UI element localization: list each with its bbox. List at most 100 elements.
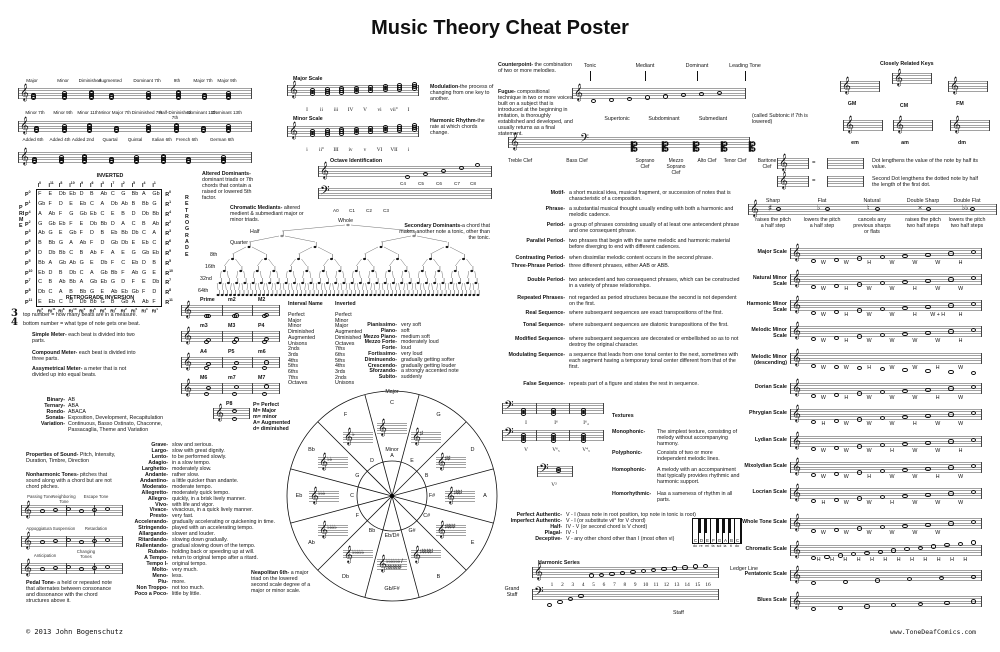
interval-label: P8 xyxy=(226,401,233,407)
note-head xyxy=(79,567,85,572)
note-head xyxy=(879,255,885,260)
row-prefix: P xyxy=(25,260,29,267)
retro-label: R4 xyxy=(162,209,174,219)
texture-term: Homophonic- xyxy=(612,467,647,473)
scale-name: Major Scale xyxy=(757,249,787,255)
tree-branch xyxy=(461,282,463,291)
matrix-cell: Db xyxy=(131,230,139,237)
scale-step: W xyxy=(958,286,964,292)
tree-branch xyxy=(423,282,425,291)
major-key-label: D xyxy=(470,446,475,453)
scale-step: W xyxy=(912,530,918,536)
tempo-def: rather slow. xyxy=(172,471,200,478)
circle-spoke xyxy=(317,495,393,571)
note-head xyxy=(201,125,207,131)
note-head xyxy=(811,311,817,316)
tree-branch xyxy=(356,258,362,267)
retro-number: 1 xyxy=(169,200,172,205)
tree-branch xyxy=(257,258,263,267)
tree-branch xyxy=(315,282,318,291)
scale-staff: 𝄞 xyxy=(790,457,982,478)
note-head xyxy=(864,550,870,556)
tree-branch xyxy=(387,282,389,291)
note-head xyxy=(591,99,597,104)
note-head xyxy=(521,408,527,413)
tempo-def: moderately slow. xyxy=(172,465,212,472)
altered-dominants: Altered Dominants- dominant triads or 7t… xyxy=(202,171,260,201)
retro-number: 4 xyxy=(169,209,172,214)
retro-prefix: R xyxy=(165,231,170,238)
treble-clef-icon: 𝄞 xyxy=(20,147,29,165)
inverted-label: INVERTED xyxy=(96,173,124,179)
properties-of-sound-term: Properties of Sound- xyxy=(26,452,79,458)
tempo-term: Largo- xyxy=(151,447,168,454)
tree-branch xyxy=(390,282,392,291)
cadence-def: V - I (or substitute vii° for V chord) xyxy=(566,518,646,524)
key-name: am xyxy=(901,140,909,146)
tempo-def: slower and louder. xyxy=(172,531,215,538)
chord-label: Minor Major 7th xyxy=(99,110,131,115)
tree-branch xyxy=(416,235,448,243)
accidental-desc: cancels any previous sharps or flats xyxy=(853,217,891,235)
matrix-cell: B xyxy=(69,289,73,296)
tree-branch xyxy=(436,282,438,291)
scale-name: Locrian Scale xyxy=(752,489,787,495)
tempo-term: Accelerando- xyxy=(134,519,168,526)
roman-numeral: vi xyxy=(377,107,382,113)
scale-name: Melodic Minor (descending) xyxy=(751,354,787,366)
tempo-term: Adagio- xyxy=(148,459,168,466)
col-header: I8 xyxy=(57,181,67,189)
clef-staff: 𝄞𝄢𝄡𝄡𝄡𝄡𝄡 xyxy=(508,132,756,154)
note-head xyxy=(368,125,374,131)
retro-label: R7 xyxy=(162,277,174,287)
row-number: 9 xyxy=(28,249,31,254)
chord-label: Quartal xyxy=(102,137,118,142)
matrix-cell: B xyxy=(79,249,84,256)
barline xyxy=(569,430,570,441)
harmonic-treble-staff: 𝄞 xyxy=(532,562,719,580)
note-head xyxy=(262,366,268,371)
secondary-dominants-def: a chord that makes another note a tonic,… xyxy=(399,223,490,241)
col-number: 8 xyxy=(60,181,63,185)
tree-branch xyxy=(430,246,445,255)
note-head xyxy=(864,604,870,609)
interval-name: Unisons xyxy=(288,340,308,347)
harmonic-number: 12 xyxy=(663,582,670,588)
matrix-cell: G xyxy=(119,188,131,200)
c-clef-icon: 𝄡 xyxy=(749,140,756,154)
tempo-def: less. xyxy=(172,572,183,579)
tempo-term: Rallentando- xyxy=(135,543,168,550)
key-signature: ♭♭♭♭♭ xyxy=(352,549,364,556)
note-head xyxy=(31,92,37,98)
note-head xyxy=(833,445,840,451)
ri-prefix: RI xyxy=(37,308,42,314)
matrix-cell: Eb xyxy=(46,297,58,308)
note-head xyxy=(971,574,977,579)
ri-prefix: RI xyxy=(79,308,84,314)
note-head xyxy=(105,565,111,570)
note-head xyxy=(907,577,913,582)
scale-step: W xyxy=(912,260,918,266)
note-head xyxy=(879,443,885,448)
matrix-cell: A xyxy=(140,188,151,200)
treble-clef-icon: 𝄞 xyxy=(412,427,421,446)
col-prefix: I xyxy=(79,182,82,189)
note-head xyxy=(599,572,605,577)
harmonic-number: 15 xyxy=(694,582,701,588)
treble-clef-icon: 𝄞 xyxy=(319,520,328,538)
treble-clef-icon: 𝄞 xyxy=(183,352,192,370)
chord-label: Minor 9th xyxy=(53,110,73,115)
tree-branch xyxy=(455,258,461,267)
note-head xyxy=(556,467,562,472)
neapolitan-sixth-term: Neapolitan 6th- xyxy=(251,570,290,576)
clef-label: Mezzo Soprano Clef xyxy=(666,158,686,176)
tempo-def: original tempo. xyxy=(172,561,207,567)
scale-step: W xyxy=(866,530,872,536)
treble-clef-icon: 𝄞 xyxy=(183,326,192,344)
form-term: Ternary- xyxy=(44,403,65,409)
matrix-cell: Ab xyxy=(98,188,110,200)
scale-step: H xyxy=(935,395,940,401)
note-head xyxy=(53,566,59,571)
octave-identification-label: Octave Identification xyxy=(330,158,383,164)
note-head xyxy=(902,388,908,394)
